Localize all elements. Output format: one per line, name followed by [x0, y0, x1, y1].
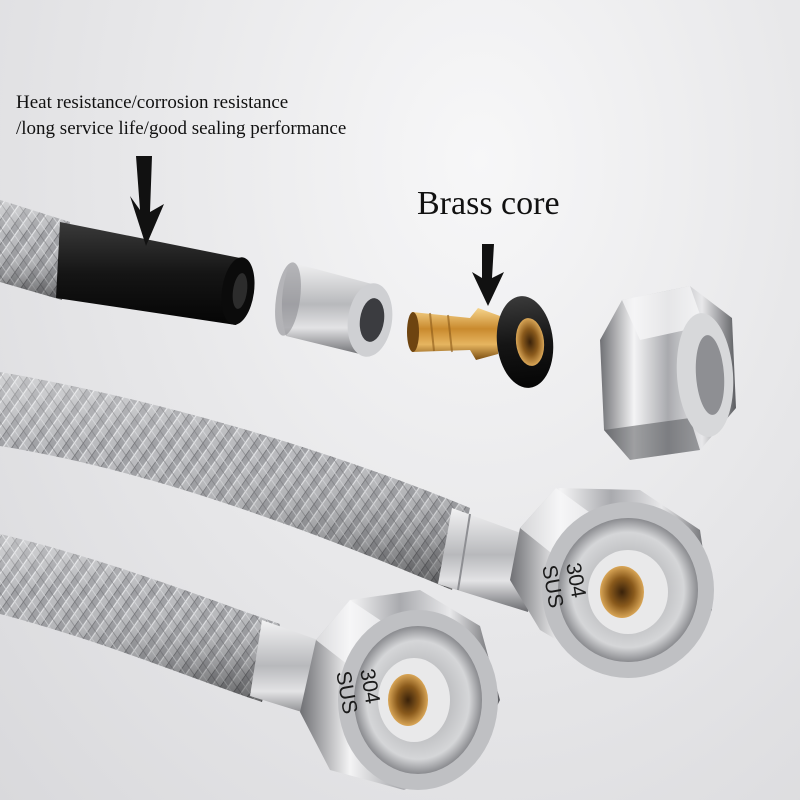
chrome-sleeve [275, 262, 393, 357]
rubber-inner-tube [56, 222, 255, 325]
arrow-down-icon-brass [472, 244, 504, 306]
hex-nut-2: SUS 304 [300, 590, 500, 790]
arrow-down-icon [130, 156, 164, 246]
features-caption: Heat resistance/corrosion resistance /lo… [16, 90, 346, 142]
loose-hex-nut [600, 286, 736, 460]
hose-assembly-2: SUS 304 [0, 534, 500, 790]
hex-nut-1: SUS 304 [510, 488, 714, 678]
brass-core-caption: Brass core [417, 185, 560, 222]
hose-assembly-1: SUS 304 [0, 372, 714, 678]
features-caption-line1: Heat resistance/corrosion resistance [16, 92, 289, 113]
features-caption-line2: /long service life/good sealing performa… [16, 118, 347, 139]
brass-core [407, 296, 554, 388]
upper-braided-hose [0, 200, 70, 300]
